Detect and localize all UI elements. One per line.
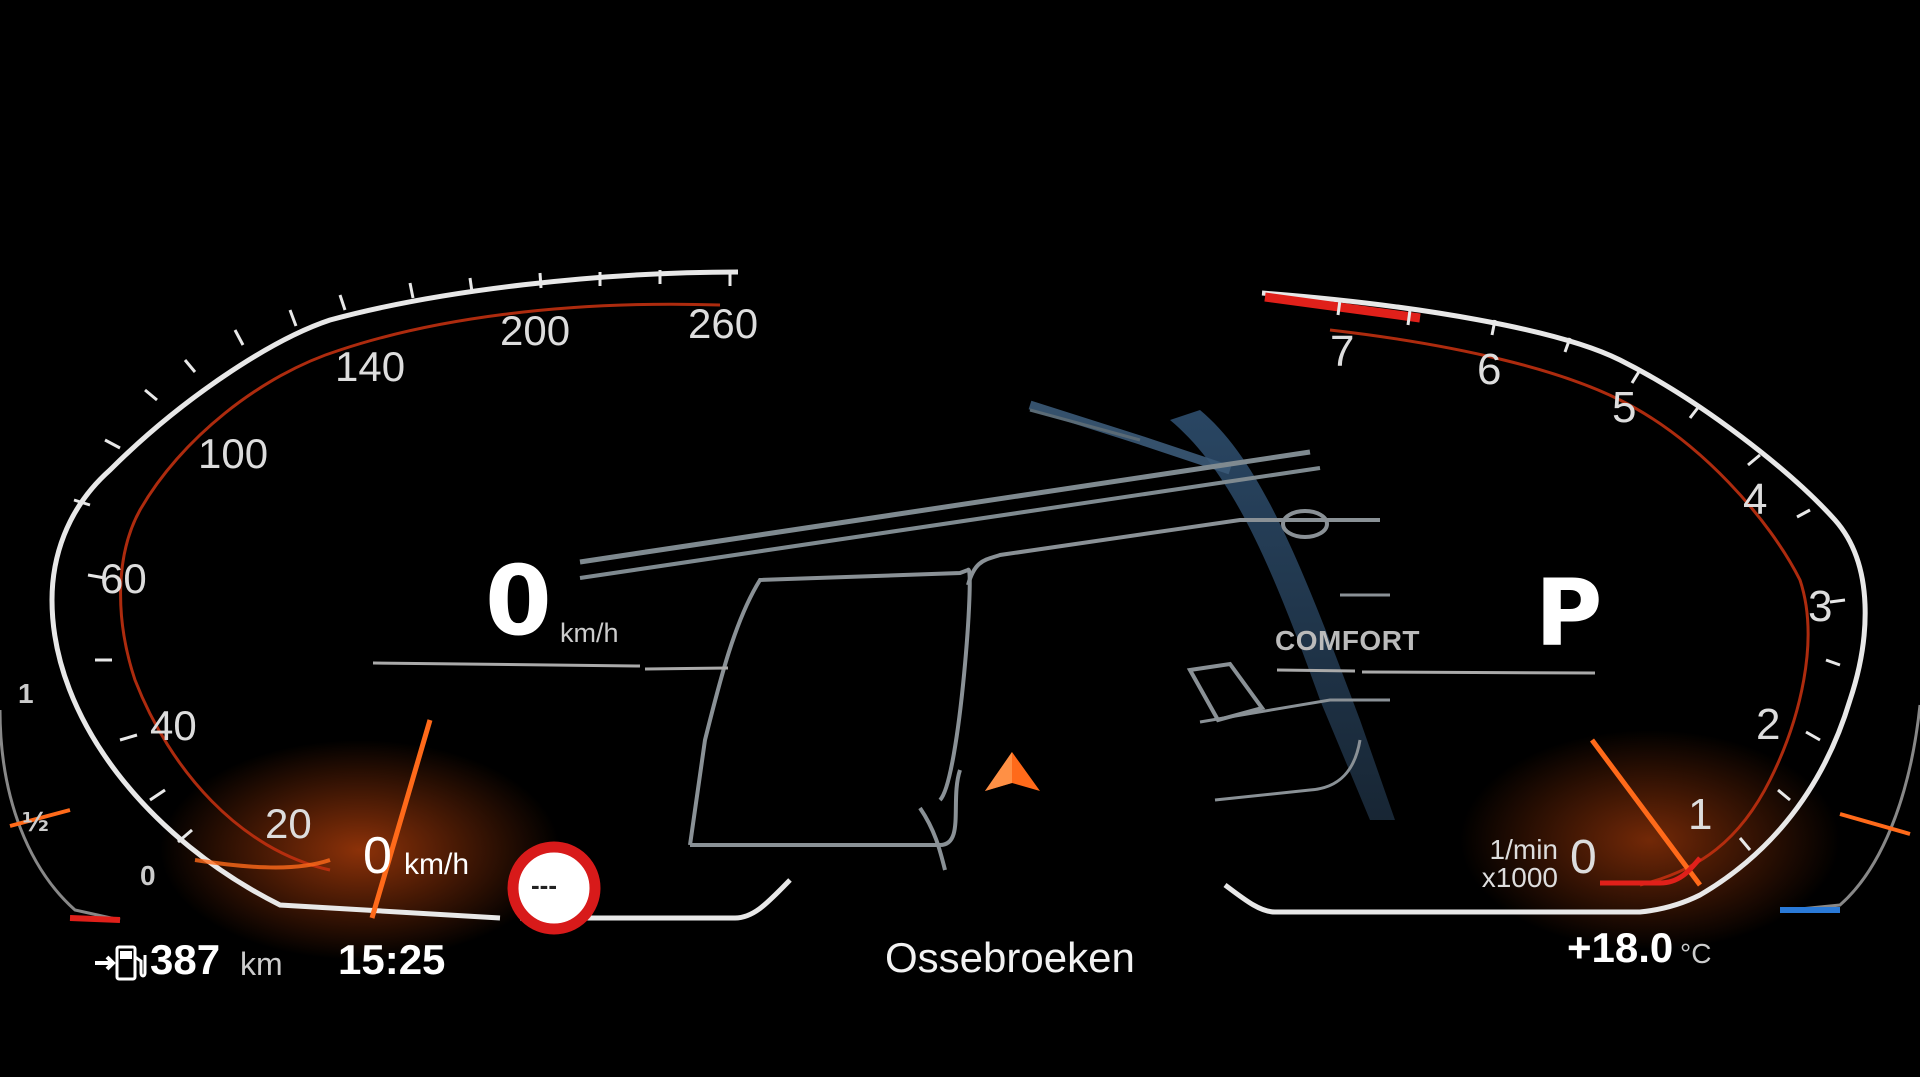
speedometer-arc	[119, 302, 721, 872]
map-motorway	[1170, 410, 1395, 820]
tachometer-tick	[1805, 730, 1821, 742]
tachometer-tick-label: 1	[1688, 790, 1713, 839]
fuel-gauge-needle	[9, 808, 71, 828]
tachometer-tick	[1630, 369, 1642, 384]
speedometer-tick	[233, 329, 245, 346]
map-road	[690, 769, 962, 847]
rpm-needle-trail	[1600, 856, 1702, 886]
tachometer-tick	[1825, 658, 1841, 667]
temperature-unit: °C	[1680, 938, 1712, 969]
speedometer-tick	[408, 282, 415, 299]
speed-limit-sign-icon	[507, 841, 601, 935]
rpm-unit-line1: 1/min	[1489, 834, 1558, 865]
fuel-gauge-full: 1	[18, 678, 34, 709]
speedometer-tick	[183, 359, 197, 373]
temperature-gauge-needle	[1839, 812, 1911, 836]
tachometer-tick	[1688, 404, 1702, 419]
rpm-unit: 1/min x1000	[1478, 836, 1558, 892]
tachometer-tick-label: 6	[1477, 345, 1502, 394]
tachometer-tick	[1563, 337, 1572, 353]
tachometer-tick	[1738, 837, 1752, 851]
speedometer-tick-label: 40	[150, 702, 197, 749]
tachometer-frame	[1223, 290, 1868, 915]
gear-underline	[1276, 668, 1596, 675]
digital-speed-unit: km/h	[560, 618, 619, 648]
map-road	[918, 806, 947, 871]
fuel-gauge	[0, 709, 121, 923]
map-road	[579, 449, 1311, 565]
speed-underline	[372, 661, 729, 671]
tachometer-tick	[1490, 319, 1497, 336]
speedometer-tick-label: 20	[265, 800, 312, 847]
tachometer-ticks	[1336, 299, 1846, 851]
needle-speed-value: 0	[363, 827, 392, 885]
drive-mode: COMFORT	[1275, 625, 1421, 656]
speed-limit-text: ---	[531, 870, 557, 900]
speedometer-tick-label: 260	[688, 300, 759, 347]
speedometer-tick	[288, 309, 298, 327]
speed-needle-trail	[194, 858, 331, 870]
needle-speed-unit: km/h	[404, 848, 470, 881]
speedometer	[49, 269, 792, 921]
tachometer-needle	[1589, 738, 1703, 887]
tachometer	[1223, 290, 1868, 915]
fuel-gauge-half: ½	[22, 808, 49, 838]
map-road	[966, 518, 1380, 586]
speedometer-ticks	[73, 270, 732, 844]
digital-speed-value: 0	[485, 545, 552, 657]
fuel-gauge-empty: 0	[140, 860, 156, 891]
speedometer-tick-label: 140	[335, 343, 406, 390]
map-road	[1029, 408, 1141, 442]
map-road	[1214, 739, 1362, 802]
fuel-reserve-mark	[69, 915, 121, 923]
tachometer-arc	[1329, 328, 1810, 887]
map-road	[1199, 698, 1390, 724]
speedometer-tick-label: 60	[100, 555, 147, 602]
speedometer-tick-label: 200	[500, 307, 571, 354]
tachometer-tick	[1336, 299, 1342, 316]
range-unit: km	[240, 946, 283, 982]
map-roundabout	[1281, 509, 1329, 539]
street-name: Ossebroeken	[885, 934, 1135, 981]
tachometer-tick-label: 4	[1743, 475, 1768, 524]
outside-temperature: +18.0	[1567, 924, 1674, 971]
tachometer-tick-label: 3	[1808, 582, 1833, 631]
tachometer-tick-label: 2	[1756, 700, 1781, 749]
gear-indicator: P	[1535, 560, 1603, 667]
map-building	[1186, 661, 1266, 723]
navigation-map	[579, 400, 1395, 871]
clock: 15:25	[338, 936, 446, 983]
tachometer-tick	[1829, 598, 1846, 604]
speedometer-tick	[538, 272, 543, 289]
speedometer-tick	[468, 277, 474, 293]
range-value: 387	[150, 936, 221, 983]
speedometer-tick	[104, 438, 121, 450]
map-road	[688, 567, 972, 846]
speedometer-tick-label: 100	[198, 430, 269, 477]
tachometer-tick-label: 5	[1612, 383, 1637, 432]
tachometer-tick	[1747, 453, 1761, 467]
speed-needle-glow	[160, 740, 560, 960]
tachometer-tick	[1796, 508, 1811, 519]
temperature-gauge	[1780, 704, 1920, 913]
map-road	[579, 466, 1321, 580]
tachometer-tick	[1777, 788, 1791, 802]
speedometer-tick	[338, 294, 347, 311]
tachometer-tick	[1406, 309, 1412, 326]
speedometer-tick	[149, 788, 166, 802]
speedometer-tick	[87, 573, 106, 580]
speedometer-needle	[369, 719, 433, 919]
redline-zone	[1264, 292, 1421, 323]
rpm-unit-line2: x1000	[1481, 862, 1558, 893]
speedometer-tick	[119, 733, 138, 742]
rpm-needle-glow	[1460, 730, 1840, 950]
speedometer-frame	[49, 269, 792, 921]
rpm-zero-label: 0	[1570, 831, 1597, 884]
tachometer-tick-label: 7	[1330, 327, 1355, 376]
speedometer-tick	[177, 828, 193, 844]
speedometer-tick	[73, 498, 91, 507]
speedometer-tick	[144, 388, 158, 402]
fuel-pump-icon	[95, 945, 147, 981]
